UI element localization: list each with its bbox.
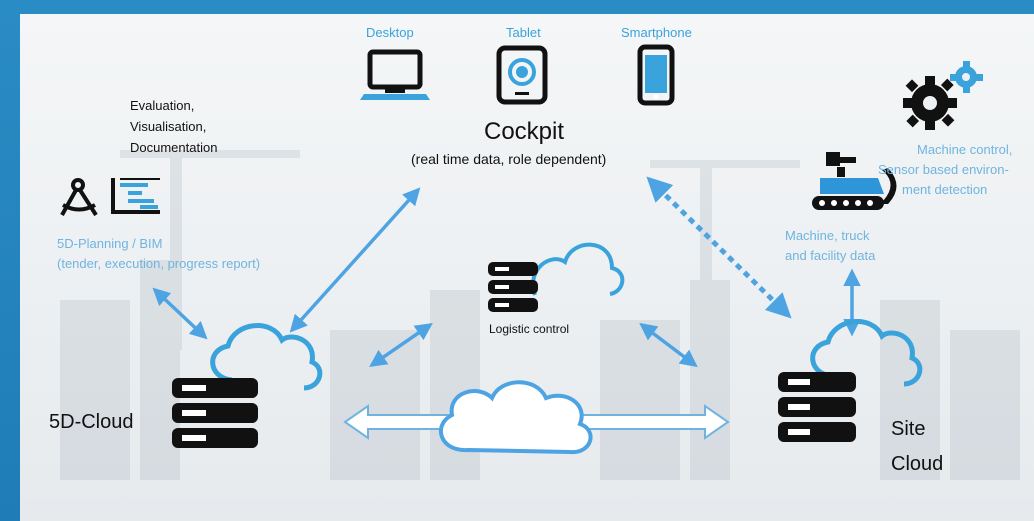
- tablet-icon: [496, 45, 548, 105]
- planning-line-2: (tender, execution, progress report): [57, 256, 261, 271]
- evaluation-line-1: Evaluation,: [130, 98, 195, 113]
- central-cloud: [439, 380, 593, 455]
- desktop-icon: [360, 49, 430, 100]
- cockpit-subtitle: (real time data, role dependent): [411, 151, 607, 167]
- architecture-diagram: [60, 44, 1020, 480]
- bulldozer-icon: [812, 152, 897, 210]
- machine-control-line-1: Machine control,: [917, 142, 1013, 157]
- label-smartphone: Smartphone: [621, 25, 692, 40]
- machine-control-line-2: Sensor based environ-: [878, 162, 1009, 177]
- site-cloud-label-line-1: Site: [891, 418, 926, 440]
- gears-icon: [903, 61, 983, 130]
- arrow-cockpit-5d-cloud: [289, 187, 421, 333]
- gantt-chart-icon: [111, 178, 160, 214]
- logistic-control-label: Logistic control: [489, 322, 570, 336]
- cloud-5d-label: 5D-Cloud: [49, 411, 134, 433]
- label-desktop: Desktop: [366, 25, 414, 40]
- cockpit-title: Cockpit: [484, 118, 565, 145]
- diagram-panel: Desktop Tablet Smartphone Cockpit (real …: [20, 14, 1034, 521]
- smartphone-icon: [637, 44, 675, 106]
- site-cloud-server-icon: [778, 319, 923, 442]
- site-cloud-label-line-2: Cloud: [891, 453, 944, 475]
- arrow-logistic-5d-cloud: [369, 323, 433, 367]
- arrow-logistic-site-cloud: [639, 322, 698, 368]
- evaluation-line-2: Visualisation,: [130, 119, 207, 134]
- label-tablet: Tablet: [506, 25, 541, 40]
- planning-line-1: 5D-Planning / BIM: [57, 236, 163, 251]
- logistic-server-cloud-icon: [488, 242, 625, 312]
- cloud-5d-server-icon: [172, 323, 323, 448]
- machine-data-line-2: and facility data: [785, 248, 876, 263]
- evaluation-line-3: Documentation: [130, 140, 218, 155]
- arrow-planning-5d-cloud: [152, 287, 208, 340]
- machine-data-line-1: Machine, truck: [785, 228, 870, 243]
- machine-control-line-3: ment detection: [902, 182, 988, 197]
- compass-icon: [60, 178, 98, 217]
